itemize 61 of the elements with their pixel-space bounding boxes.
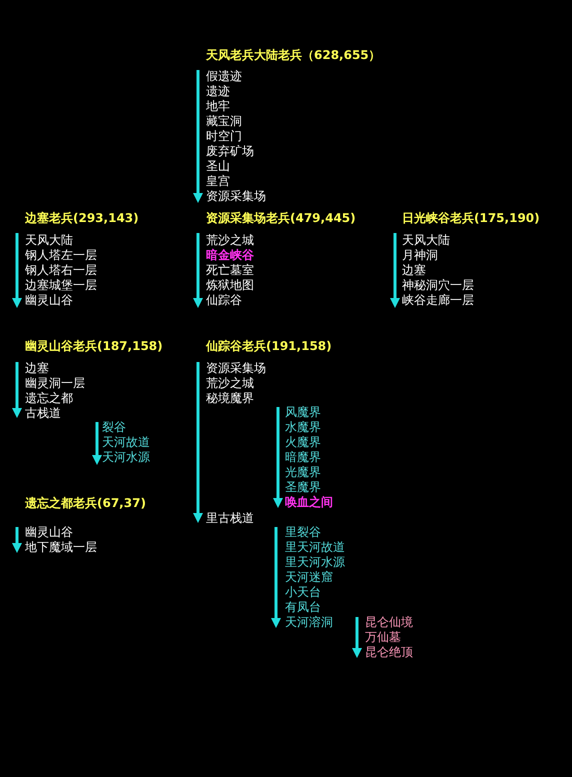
list-item: 边塞: [25, 361, 49, 375]
section-heading: 仙踪谷老兵(191,158): [206, 339, 332, 353]
list-item: 天河故道: [102, 435, 150, 449]
list-item: 月神洞: [402, 248, 438, 262]
list-item: 资源采集场: [206, 361, 266, 375]
list-item: 边塞: [402, 263, 426, 277]
list-item: 假遗迹: [206, 69, 242, 83]
list-item: 裂谷: [102, 420, 126, 434]
list-item: 昆仑绝顶: [365, 645, 413, 659]
list-item: 天河迷窟: [285, 570, 333, 584]
list-item: 圣魔界: [285, 480, 321, 494]
section-heading: 边塞老兵(293,143): [25, 211, 139, 225]
list-item: 荒沙之城: [206, 376, 254, 390]
list-item: 峡谷走廊一层: [402, 293, 474, 307]
list-item: 小天台: [285, 585, 321, 599]
list-item: 万仙墓: [365, 630, 401, 644]
list-item: 里天河水源: [285, 555, 345, 569]
list-item: 钢人塔右一层: [25, 263, 97, 277]
list-item: 遗忘之都: [25, 391, 73, 405]
list-item: 死亡墓室: [206, 263, 254, 277]
list-item: 神秘洞穴一层: [402, 278, 474, 292]
list-item: 天河水源: [102, 450, 150, 464]
list-item: 皇宫: [206, 174, 230, 188]
list-item: 钢人塔左一层: [25, 248, 97, 262]
list-item: 遗迹: [206, 84, 230, 98]
list-item: 幽灵山谷: [25, 293, 73, 307]
list-item: 天风大陆: [25, 233, 73, 247]
list-item: 里天河故道: [285, 540, 345, 554]
list-item: 里古栈道: [206, 511, 254, 525]
list-item: 仙踪谷: [206, 293, 242, 307]
section-heading: 日光峡谷老兵(175,190): [402, 211, 540, 225]
list-item: 暗金峡谷: [206, 248, 254, 262]
list-item: 天风大陆: [402, 233, 450, 247]
section-heading: 资源采集场老兵(479,445): [206, 211, 356, 225]
list-item: 火魔界: [285, 435, 321, 449]
list-item: 风魔界: [285, 405, 321, 419]
section-heading: 天风老兵大陆老兵（628,655）: [206, 48, 381, 62]
list-item: 古栈道: [25, 406, 61, 420]
list-item: 圣山: [206, 159, 230, 173]
section-heading: 幽灵山谷老兵(187,158): [25, 339, 163, 353]
list-item: 天河溶洞: [285, 615, 333, 629]
list-item: 唤血之间: [285, 495, 333, 509]
list-item: 光魔界: [285, 465, 321, 479]
section-heading: 遗忘之都老兵(67,37): [25, 496, 146, 510]
list-item: 有凤台: [285, 600, 321, 614]
list-item: 废弃矿场: [206, 144, 254, 158]
list-item: 昆仑仙境: [365, 615, 413, 629]
list-item: 藏宝洞: [206, 114, 242, 128]
list-item: 地牢: [206, 99, 230, 113]
list-item: 水魔界: [285, 420, 321, 434]
list-item: 暗魔界: [285, 450, 321, 464]
list-item: 里裂谷: [285, 525, 321, 539]
list-item: 幽灵山谷: [25, 525, 73, 539]
list-item: 时空门: [206, 129, 242, 143]
list-item: 边塞城堡一层: [25, 278, 97, 292]
list-item: 炼狱地图: [206, 278, 254, 292]
list-item: 幽灵洞一层: [25, 376, 85, 390]
list-item: 荒沙之城: [206, 233, 254, 247]
list-item: 资源采集场: [206, 189, 266, 203]
list-item: 地下魔域一层: [25, 540, 97, 554]
list-item: 秘境魔界: [206, 391, 254, 405]
